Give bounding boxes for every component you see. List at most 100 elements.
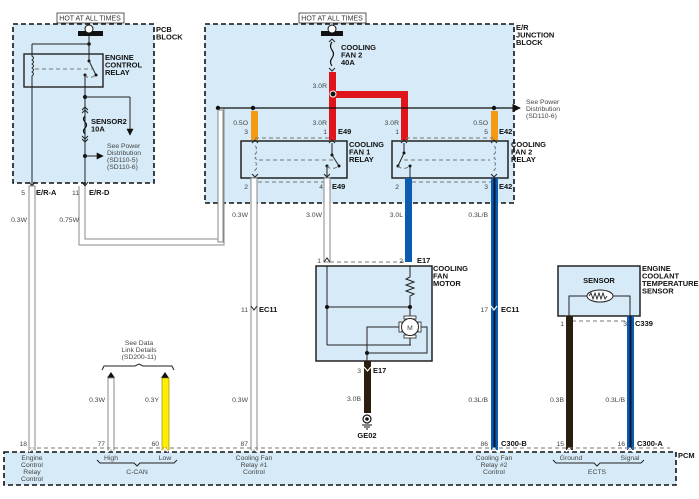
connector-era: E/R-A: [36, 188, 57, 197]
connector-ec11-b: EC11: [501, 305, 519, 314]
connector-erd: E/R-D: [89, 188, 110, 197]
fuse-cooling-fan2-icon: [329, 41, 335, 67]
pin-r2-3: 3: [484, 184, 488, 191]
pin-r2-2: 2: [395, 184, 399, 191]
wire-red-feed: [329, 72, 408, 140]
wire-label-ects-sig: 0.3L/B: [605, 397, 625, 404]
relay-coil-icon: [31, 44, 34, 185]
battery-bus-left-icon: [78, 24, 103, 36]
data-link-brace: [101, 363, 175, 371]
pin-era: 5: [21, 190, 25, 197]
pin-pcm-86: 86: [480, 441, 488, 448]
resistor-icon: [404, 266, 416, 307]
fuse-sensor2-icon: [82, 115, 88, 135]
connector-e49-bottom: E49: [332, 182, 345, 191]
hot-label-left: HOT AT ALL TIMES: [56, 12, 125, 24]
wire-label-r2-feed: 3.0R: [385, 120, 399, 127]
cooling-fan-motor-box: [315, 265, 433, 362]
wire-r2-ctrl: [491, 178, 498, 450]
wire-era: [28, 185, 36, 451]
pcm-can-low-label: Low: [159, 455, 172, 462]
connector-e17-bottom: E17: [373, 366, 386, 375]
pin-pcm-60: 60: [151, 441, 159, 448]
wire-r1-ctrl: [250, 177, 258, 451]
wire-label-fuse-out: 3.0R: [313, 83, 327, 90]
pcm-ground-label: Ground: [560, 455, 583, 462]
connector-e17-top: E17: [417, 256, 430, 265]
wire-label-can-low: 0.3Y: [145, 397, 159, 404]
pin-ects-3: 3: [623, 321, 627, 328]
wire-label-r1-coil: 0.5O: [233, 120, 248, 127]
pin-pcm-87: 87: [240, 441, 248, 448]
pin-r2-1: 1: [395, 129, 399, 136]
relay1-coil-icon: [254, 145, 257, 174]
wire-ects-signal: [627, 316, 634, 450]
relay2-coil-icon: [493, 145, 496, 174]
wire-r2-out: [405, 178, 412, 262]
pin-r1-2: 2: [244, 184, 248, 191]
wire-can-high: [107, 377, 115, 451]
wire-label-r2-pcm: 0.3L/B: [468, 397, 488, 404]
connector-c339: C339: [635, 319, 653, 328]
pin-pcm-15: 15: [556, 441, 564, 448]
wire-orange-r1: [251, 111, 258, 140]
wire-label-can-high: 0.3W: [89, 397, 105, 404]
connector-c300b: C300-B: [501, 439, 527, 448]
engine-control-relay-box: [23, 53, 104, 88]
wire-label-r1-pcm: 0.3W: [232, 397, 248, 404]
pcm-ects-label: ECTS: [588, 469, 607, 476]
wire-label-r1-out: 3.0W: [306, 212, 322, 219]
thermistor-icon: [586, 289, 614, 303]
connector-ec11-a: EC11: [259, 305, 277, 314]
connector-e49-top: E49: [338, 127, 351, 136]
ccan-brace: [96, 459, 178, 467]
svg-text:HOT AT ALL TIMES: HOT AT ALL TIMES: [59, 16, 121, 23]
motor-icon: M: [398, 315, 422, 339]
wire-motor-ground: [364, 361, 371, 413]
pin-motor-3: 3: [357, 368, 361, 375]
wire-label-r2-ctrl: 0.3L/B: [468, 212, 488, 219]
pin-r2-5: 5: [484, 129, 488, 136]
wire-label-motor-gnd: 3.0B: [347, 396, 361, 403]
svg-text:HOT AT ALL TIMES: HOT AT ALL TIMES: [301, 16, 363, 23]
wire-can-low: [161, 377, 170, 451]
wire-label-erd: 0.75W: [59, 217, 79, 224]
ects-inner-label: SENSOR: [583, 276, 615, 285]
wire-r1-out: [323, 177, 331, 263]
pin-motor-2: 2: [399, 258, 403, 265]
pin-ec11-b: 17: [480, 307, 488, 314]
pcm-can-high-label: High: [104, 455, 118, 462]
wire-label-r1-feed: 3.0R: [313, 120, 327, 127]
wire-label-r1-ctrl: 0.3W: [232, 212, 248, 219]
wire-ects-ground: [566, 316, 573, 450]
wire-label-r2-coil: 0.5O: [473, 120, 488, 127]
pin-r1-3: 3: [244, 129, 248, 136]
pin-pcm-77: 77: [97, 441, 105, 448]
pin-pcm-16: 16: [617, 441, 625, 448]
wire-orange-r2: [491, 111, 498, 140]
pin-pcm-18: 18: [19, 441, 27, 448]
pin-ects-1: 1: [560, 321, 564, 328]
wire-label-r2-out: 3.0L: [390, 212, 403, 219]
connector-e42-bottom: E42: [499, 182, 512, 191]
wire-label-ects-gnd: 0.3B: [550, 397, 564, 404]
pin-motor-1: 1: [317, 258, 321, 265]
wire-label-era: 0.3W: [11, 217, 27, 224]
pin-ec11-a: 11: [241, 307, 248, 314]
pin-r1-4: 4: [319, 184, 323, 191]
pcm-signal-label: Signal: [621, 455, 640, 462]
connector-c300a: C300-A: [637, 439, 663, 448]
